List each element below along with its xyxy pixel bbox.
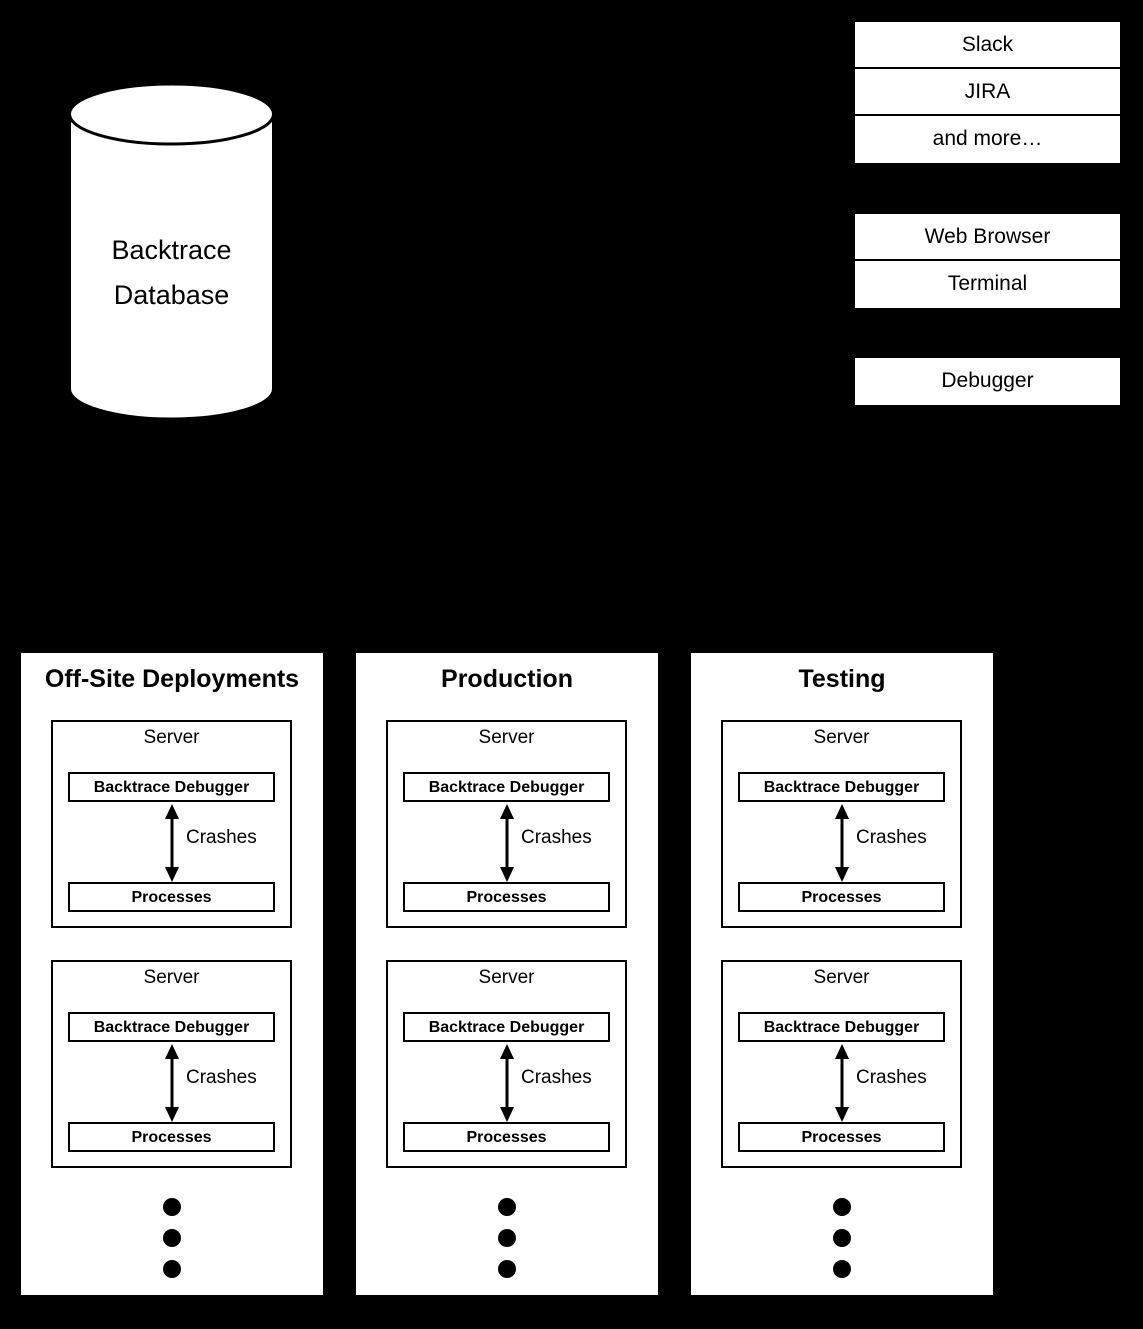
crashes-label: Crashes bbox=[186, 827, 257, 848]
crashes-double-arrow-icon bbox=[163, 804, 181, 882]
processes-box: Processes bbox=[738, 1122, 945, 1152]
server-box: Server Backtrace Debugger Crashes Proces… bbox=[386, 720, 627, 928]
ellipsis-dot bbox=[833, 1229, 851, 1247]
crashes-double-arrow-icon bbox=[833, 804, 851, 882]
server-box: Server Backtrace Debugger Crashes Proces… bbox=[386, 960, 627, 1168]
ellipsis-dot bbox=[498, 1198, 516, 1216]
vertical-ellipsis-icon bbox=[21, 1198, 323, 1288]
crashes-label: Crashes bbox=[856, 1067, 927, 1088]
processes-box: Processes bbox=[68, 1122, 275, 1152]
env-panel-production: Production Server Backtrace Debugger Cra… bbox=[356, 653, 658, 1295]
ellipsis-dot bbox=[163, 1229, 181, 1247]
crashes-double-arrow-icon bbox=[833, 1044, 851, 1122]
ellipsis-dot bbox=[163, 1198, 181, 1216]
backtrace-debugger-box: Backtrace Debugger bbox=[403, 1012, 610, 1042]
env-title: Testing bbox=[798, 665, 886, 693]
env-panel-testing: Testing Server Backtrace Debugger Crashe… bbox=[691, 653, 993, 1295]
ellipsis-dot bbox=[498, 1260, 516, 1278]
server-box: Server Backtrace Debugger Crashes Proces… bbox=[51, 960, 292, 1168]
ellipsis-dot bbox=[498, 1229, 516, 1247]
processes-box: Processes bbox=[403, 882, 610, 912]
clients-group: Web Browser Terminal bbox=[853, 212, 1122, 310]
server-box: Server Backtrace Debugger Crashes Proces… bbox=[721, 960, 962, 1168]
vertical-ellipsis-icon bbox=[356, 1198, 658, 1288]
integration-item-jira[interactable]: JIRA bbox=[855, 69, 1120, 116]
integration-item-slack[interactable]: Slack bbox=[855, 22, 1120, 69]
processes-box: Processes bbox=[68, 882, 275, 912]
server-box: Server Backtrace Debugger Crashes Proces… bbox=[51, 720, 292, 928]
env-title: Off-Site Deployments bbox=[44, 665, 300, 693]
vertical-ellipsis-icon bbox=[691, 1198, 993, 1288]
server-box: Server Backtrace Debugger Crashes Proces… bbox=[721, 720, 962, 928]
backtrace-debugger-box: Backtrace Debugger bbox=[68, 772, 275, 802]
crashes-double-arrow-icon bbox=[498, 804, 516, 882]
crashes-double-arrow-icon bbox=[498, 1044, 516, 1122]
backtrace-database-cylinder bbox=[68, 83, 275, 420]
env-panel-off-site-deployments: Off-Site Deployments Server Backtrace De… bbox=[21, 653, 323, 1295]
backtrace-debugger-box: Backtrace Debugger bbox=[738, 772, 945, 802]
backtrace-debugger-box: Backtrace Debugger bbox=[403, 772, 610, 802]
server-label: Server bbox=[143, 967, 200, 988]
crashes-label: Crashes bbox=[856, 827, 927, 848]
server-label: Server bbox=[143, 727, 200, 748]
crashes-double-arrow-icon bbox=[163, 1044, 181, 1122]
debugger-item[interactable]: Debugger bbox=[855, 358, 1120, 405]
crashes-label: Crashes bbox=[521, 1067, 592, 1088]
server-label: Server bbox=[478, 967, 535, 988]
client-item-terminal[interactable]: Terminal bbox=[855, 261, 1120, 308]
crashes-label: Crashes bbox=[186, 1067, 257, 1088]
backtrace-debugger-box: Backtrace Debugger bbox=[738, 1012, 945, 1042]
server-label: Server bbox=[813, 727, 870, 748]
processes-box: Processes bbox=[738, 882, 945, 912]
integration-item-and-more[interactable]: and more… bbox=[855, 116, 1120, 163]
server-label: Server bbox=[813, 967, 870, 988]
client-item-web-browser[interactable]: Web Browser bbox=[855, 214, 1120, 261]
env-title: Production bbox=[441, 665, 573, 693]
integrations-group: Slack JIRA and more… bbox=[853, 20, 1122, 165]
debugger-group: Debugger bbox=[853, 356, 1122, 407]
processes-box: Processes bbox=[403, 1122, 610, 1152]
ellipsis-dot bbox=[833, 1260, 851, 1278]
ellipsis-dot bbox=[163, 1260, 181, 1278]
crashes-label: Crashes bbox=[521, 827, 592, 848]
ellipsis-dot bbox=[833, 1198, 851, 1216]
backtrace-debugger-box: Backtrace Debugger bbox=[68, 1012, 275, 1042]
server-label: Server bbox=[478, 727, 535, 748]
